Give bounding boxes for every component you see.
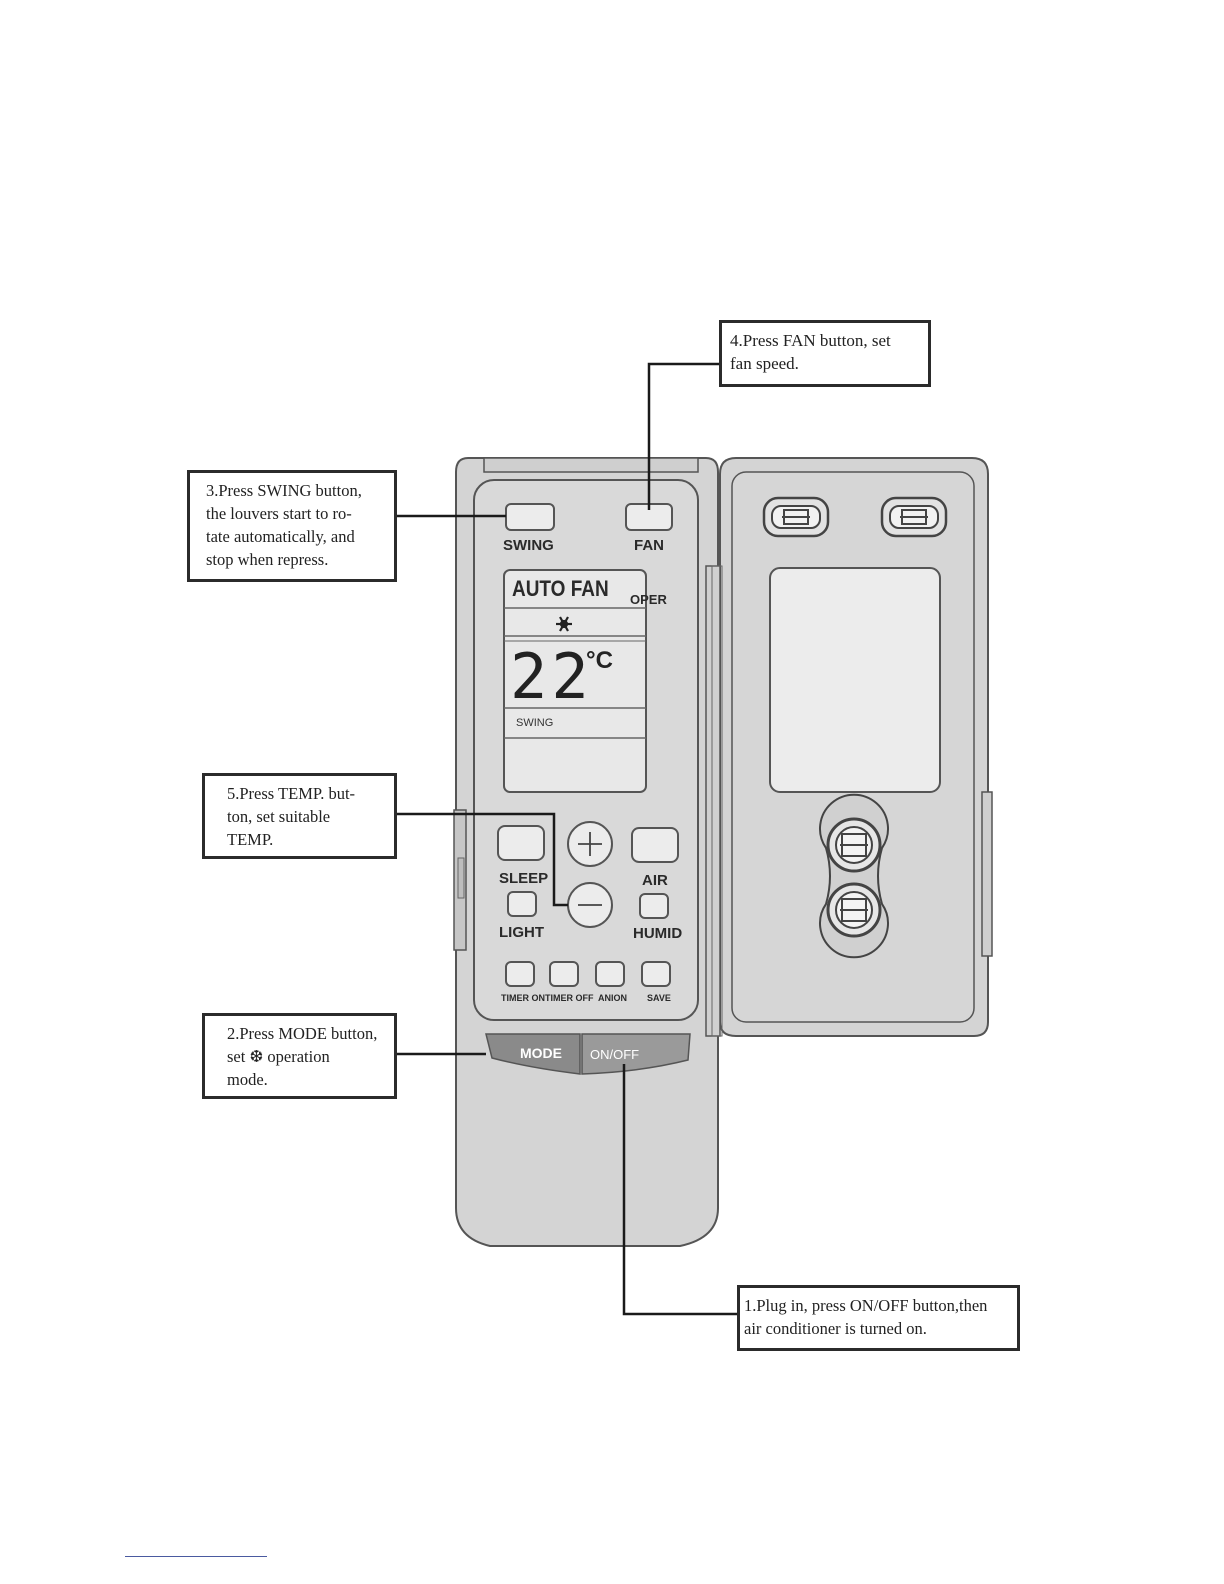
anion-button[interactable] — [595, 961, 625, 987]
callout-step5-text: 5.Press TEMP. but- ton, set suitable TEM… — [227, 784, 356, 849]
mode-button[interactable] — [485, 1033, 581, 1075]
display-mode-text: AUTO FAN — [512, 577, 609, 602]
lcd-screen — [503, 569, 647, 793]
footnote-separator — [125, 1556, 267, 1557]
callout-step2: 2.Press MODE button, set ❆ operation mod… — [202, 1013, 397, 1099]
battery-contact-icon — [819, 793, 889, 959]
swing-label: SWING — [503, 537, 554, 554]
on-off-button[interactable] — [581, 1033, 691, 1075]
leader-lines — [396, 362, 738, 1316]
callout-step4: 4.Press FAN button, set fan speed. — [719, 320, 931, 387]
callout-step3-text: 3.Press SWING button, the louvers start … — [206, 481, 362, 569]
mode-label: MODE — [520, 1045, 562, 1061]
callout-step2-text: 2.Press MODE button, set ❆ operation mod… — [227, 1024, 378, 1089]
display-unit: °C — [586, 647, 613, 674]
humid-label: HUMID — [633, 925, 682, 942]
timer-off-button[interactable] — [549, 961, 579, 987]
callout-step1-text: 1.Plug in, press ON/OFF button,then air … — [744, 1296, 988, 1338]
plus-icon — [578, 832, 602, 856]
remote-diagram: SWING FAN AUTO FAN OPER 22 °C SWING SLEE… — [170, 298, 1036, 1370]
snowflake-icon — [556, 616, 572, 632]
callout-step5: 5.Press TEMP. but- ton, set suitable TEM… — [202, 773, 397, 859]
air-label: AIR — [642, 872, 668, 889]
on-off-label: ON/OFF — [590, 1047, 639, 1062]
anion-label: ANION — [598, 993, 627, 1003]
air-button[interactable] — [631, 827, 679, 863]
light-button[interactable] — [507, 891, 537, 917]
swing-button[interactable] — [505, 503, 555, 531]
timer-on-button[interactable] — [505, 961, 535, 987]
light-label: LIGHT — [499, 924, 544, 941]
battery-clip-icon — [762, 496, 830, 538]
remote-drawing: SWING FAN AUTO FAN OPER 22 °C SWING SLEE… — [396, 362, 993, 1316]
display-oper-text: OPER — [630, 592, 667, 607]
fan-label: FAN — [634, 537, 664, 554]
sleep-button[interactable] — [497, 825, 545, 861]
save-label: SAVE — [647, 993, 671, 1003]
display-temperature: 22 — [510, 640, 593, 713]
callout-step1: 1.Plug in, press ON/OFF button,then air … — [737, 1285, 1020, 1351]
display-swing-text: SWING — [516, 717, 553, 729]
callout-step3: 3.Press SWING button, the louvers start … — [187, 470, 397, 582]
humid-button[interactable] — [639, 893, 669, 919]
timer-off-label: TIMER OFF — [545, 993, 594, 1003]
battery-clip-icon — [880, 496, 948, 538]
callout-step4-text: 4.Press FAN button, set fan speed. — [730, 331, 891, 373]
remote-lid — [705, 457, 993, 1037]
timer-on-label: TIMER ON — [501, 993, 545, 1003]
save-button[interactable] — [641, 961, 671, 987]
sleep-label: SLEEP — [499, 870, 548, 887]
